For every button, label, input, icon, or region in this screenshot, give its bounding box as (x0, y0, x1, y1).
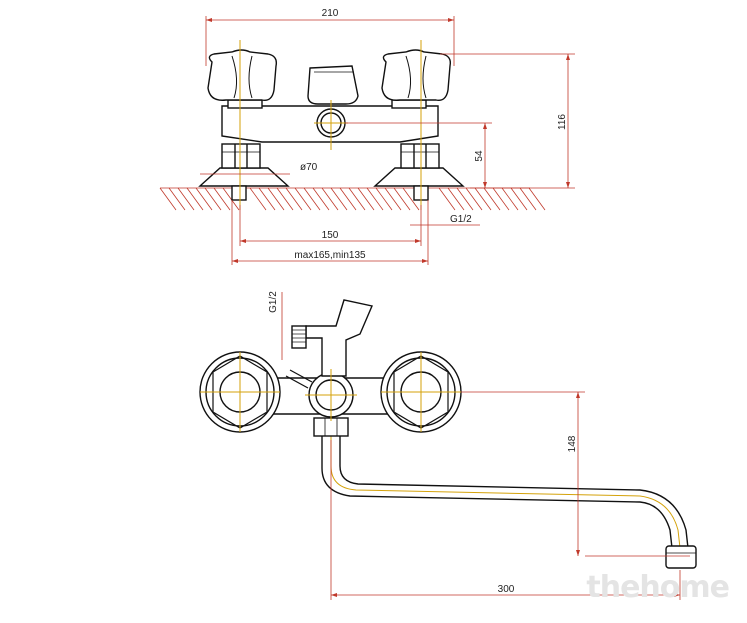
spout-tube (321, 436, 673, 549)
hatch-line (384, 187, 402, 211)
hatch-line (285, 187, 303, 211)
plan-center-lines (200, 352, 461, 432)
hatch-line (492, 187, 510, 211)
hatch-line (186, 187, 204, 211)
hatch-line (330, 187, 348, 211)
plan-view (199, 299, 697, 569)
hatch-line (321, 187, 339, 211)
hatch-line (249, 187, 267, 211)
right-eccentric-base (373, 167, 465, 187)
front-elevation (159, 40, 546, 211)
aerator (665, 545, 697, 569)
side-thread-pipe (291, 325, 307, 349)
hatch-line (357, 187, 375, 211)
hatch-line (348, 187, 366, 211)
left-handle (207, 49, 278, 101)
hatch-line (177, 187, 195, 211)
left-hex-nut (221, 143, 261, 169)
dimension-arrows (206, 18, 570, 263)
dim-300: 300 (498, 584, 515, 595)
hatch-line (501, 187, 519, 211)
hatch-line (267, 187, 285, 211)
hatch-line (393, 187, 411, 211)
hatch-line (465, 187, 483, 211)
plan-dimensions (330, 391, 690, 600)
hatch-line (402, 187, 420, 211)
hatch-line (456, 187, 474, 211)
dim-adjust-range: max165,min135 (294, 250, 366, 261)
dim-210: 210 (322, 8, 339, 19)
hatch-line (366, 187, 384, 211)
hatch-line (159, 187, 177, 211)
dim-thread-side: G1/2 (268, 291, 279, 313)
left-eccentric-base (198, 167, 290, 187)
hatch-line (303, 187, 321, 211)
diverter-lever (307, 65, 359, 105)
right-handle (381, 49, 452, 101)
hatch-line (258, 187, 276, 211)
hatch-line (339, 187, 357, 211)
hatch-line (276, 187, 294, 211)
hatch-line (528, 187, 546, 211)
hatch-line (438, 187, 456, 211)
hatch-line (447, 187, 465, 211)
watermark-logo: thehome (586, 570, 730, 605)
right-hex-nut (400, 143, 440, 169)
dim-150: 150 (322, 230, 339, 241)
hatch-line (375, 187, 393, 211)
hatch-line (483, 187, 501, 211)
hatch-line (222, 187, 240, 211)
hatch-line (195, 187, 213, 211)
front-dimensions (200, 16, 575, 360)
hatch-line (213, 187, 231, 211)
wall-hatch (159, 187, 546, 211)
hatch-line (510, 187, 528, 211)
dim-148: 148 (567, 435, 578, 452)
hatch-line (474, 187, 492, 211)
center-lines (239, 40, 422, 210)
hatch-line (168, 187, 186, 211)
hatch-line (204, 187, 222, 211)
hatch-line (294, 187, 312, 211)
dim-thread-top: G1/2 (450, 214, 472, 225)
dim-54: 54 (474, 150, 485, 162)
hatch-line (312, 187, 330, 211)
hatch-line (519, 187, 537, 211)
dim-nut-diameter: ø70 (300, 162, 318, 173)
diverter-arm (305, 299, 373, 377)
dim-116: 116 (557, 114, 568, 130)
